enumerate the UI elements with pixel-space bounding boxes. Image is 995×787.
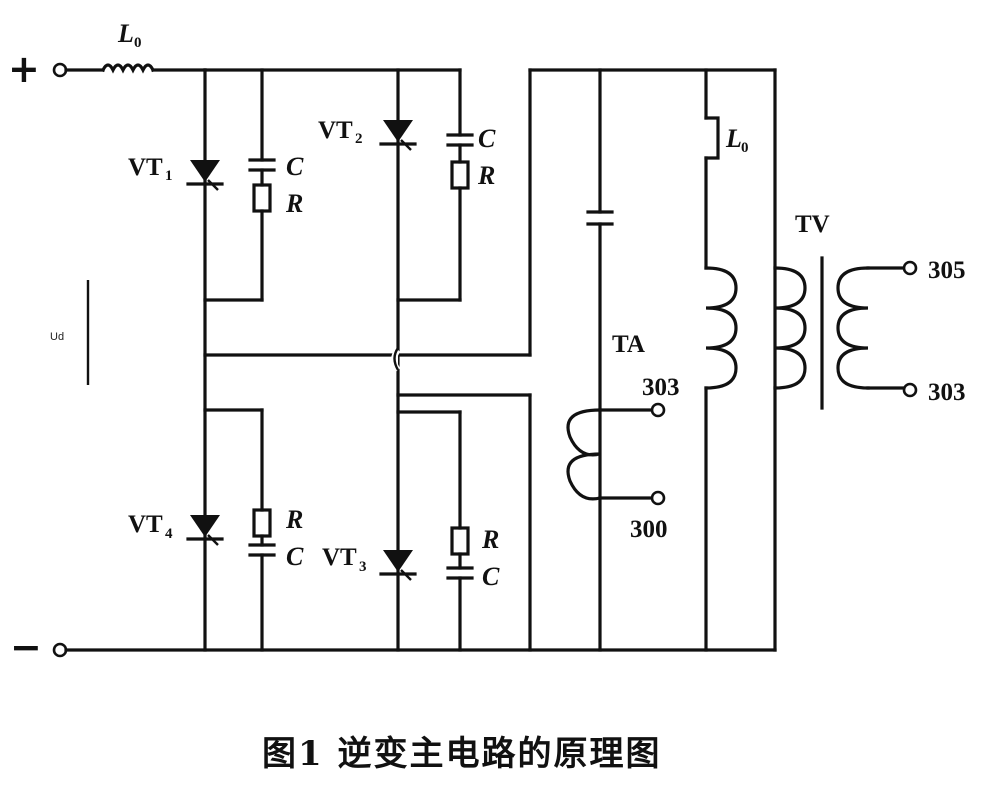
vt1-label-sub: 1 [165,168,173,184]
ud-label: Ud [50,331,64,343]
vt1-snubber-c-label: C [286,152,304,181]
ta-terminal-300 [650,490,666,506]
snubber-rc-vt4 [248,408,276,652]
thyristor-vt1 [186,160,224,191]
thyristor-vt3 [379,410,462,581]
vt2-snubber-c-label: C [478,124,496,153]
vt4-snubber-c-label: C [286,542,304,571]
thyristor-vt4 [186,408,264,546]
tv-303-label: 303 [928,379,966,406]
vt3-snubber-c-label: C [482,562,500,591]
input-inductor-label-sub: 0 [134,35,142,51]
negative-terminal [52,642,68,658]
voltage-transformer-tv [773,256,907,410]
snubber-rc-vt3 [446,410,474,652]
tv-terminal-305 [902,260,918,276]
ta-303-label: 303 [642,374,680,401]
vt2-snubber-r-label: R [477,161,495,190]
vt3-label-sub: 3 [359,559,367,575]
vt3-snubber-r-label: R [481,525,499,554]
tv-terminal-303 [902,382,918,398]
vt2-label-sub: 2 [355,131,363,147]
output-inductor-label: L [725,124,742,153]
figure-caption: 图1 逆变主电路的原理图 [262,734,662,774]
thyristor-vt2 [379,120,417,151]
vt2-label: VT [318,117,353,144]
ta-300-label: 300 [630,516,668,543]
negative-terminal-symbol: − [10,625,42,669]
vt4-label: VT [128,511,163,538]
snubber-rc-vt2 [396,68,474,302]
positive-terminal-symbol: + [8,47,40,91]
output-inductor-label-sub: 0 [741,140,749,156]
positive-terminal [52,62,68,78]
vt1-snubber-r-label: R [285,189,303,218]
ta-label: TA [612,331,645,358]
current-transformer-ta [566,408,657,501]
load-inductor-branch [704,68,738,652]
input-inductor-l0 [64,63,207,74]
vt1-label: VT [128,154,163,181]
vt4-snubber-r-label: R [285,505,303,534]
tv-305-label: 305 [928,257,966,284]
vt3-label: VT [322,544,357,571]
snubber-rc-vt1 [203,68,276,302]
ta-terminal-303 [650,402,666,418]
input-inductor-label: L [117,19,134,48]
vt4-label-sub: 4 [165,526,173,542]
tv-label: TV [795,211,830,238]
resonant-capacitor-branch [586,68,614,652]
